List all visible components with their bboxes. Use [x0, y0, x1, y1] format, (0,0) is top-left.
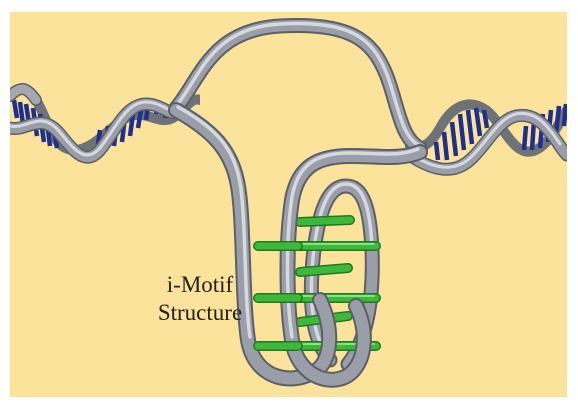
- imotif-label-line2: Structure: [158, 300, 242, 325]
- imotif-label-line1: i-Motif: [167, 272, 234, 297]
